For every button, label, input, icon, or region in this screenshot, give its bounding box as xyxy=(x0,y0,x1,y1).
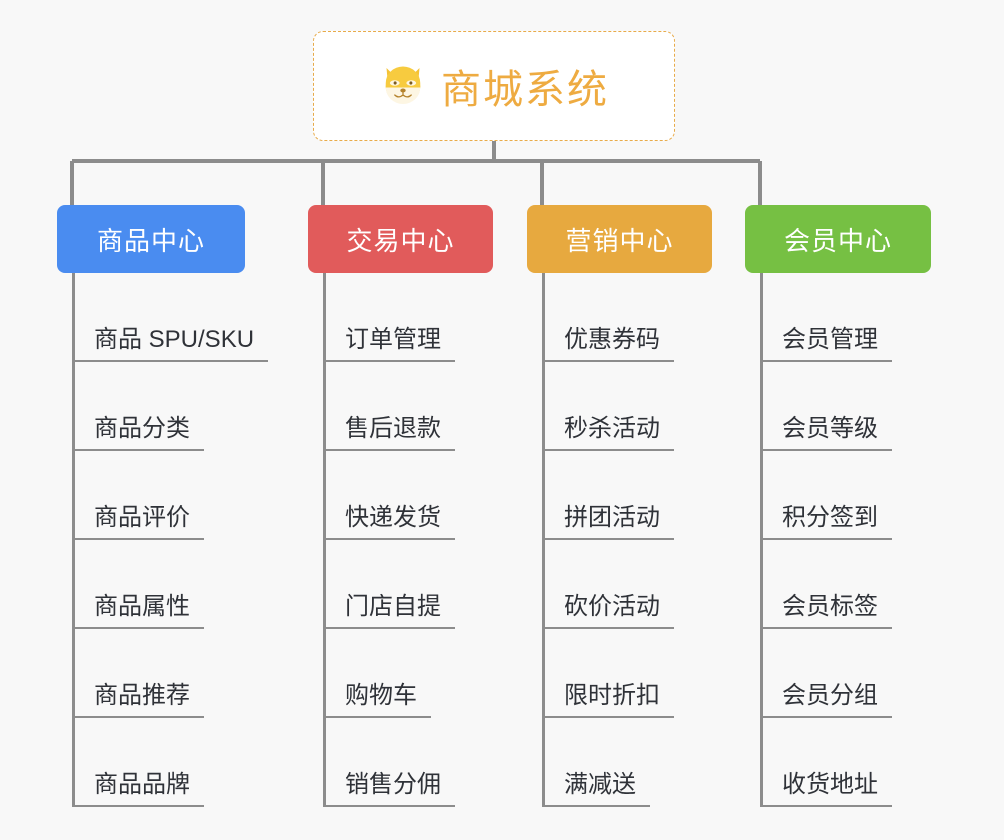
leaf-item[interactable]: 销售分佣 xyxy=(323,718,493,807)
leaf-spine xyxy=(72,273,75,807)
leaf-item-label: 订单管理 xyxy=(323,319,455,362)
leaf-item[interactable]: 满减送 xyxy=(542,718,712,807)
branch-marketing-center: 营销中心优惠券码秒杀活动拼团活动砍价活动限时折扣满减送 xyxy=(527,205,712,807)
leaf-item-label: 会员分组 xyxy=(760,675,892,718)
branch-header-marketing-center[interactable]: 营销中心 xyxy=(527,205,712,273)
leaf-list-marketing-center: 优惠券码秒杀活动拼团活动砍价活动限时折扣满减送 xyxy=(527,273,712,807)
root-node[interactable]: 商城系统 xyxy=(313,31,675,141)
root-title: 商城系统 xyxy=(441,68,609,112)
leaf-item-label: 商品评价 xyxy=(72,497,204,540)
leaf-item-label: 满减送 xyxy=(542,764,650,807)
branch-header-member-center[interactable]: 会员中心 xyxy=(745,205,931,273)
leaf-item-label: 售后退款 xyxy=(323,408,455,451)
leaf-list-product-center: 商品 SPU/SKU 商品分类商品评价商品属性商品推荐商品品牌 xyxy=(57,273,269,807)
leaf-item-label: 商品分类 xyxy=(72,408,204,451)
leaf-item[interactable]: 商品属性 xyxy=(72,540,245,629)
branch-header-label: 会员中心 xyxy=(783,225,892,256)
leaf-item[interactable]: 商品分类 xyxy=(72,362,245,451)
leaf-spine xyxy=(760,273,763,807)
leaf-item-label: 限时折扣 xyxy=(542,675,674,718)
leaf-item[interactable]: 会员等级 xyxy=(760,362,931,451)
leaf-item-label: 收货地址 xyxy=(760,764,892,807)
leaf-item-label: 秒杀活动 xyxy=(542,408,674,451)
leaf-item-label: 拼团活动 xyxy=(542,497,674,540)
leaf-item[interactable]: 会员分组 xyxy=(760,629,931,718)
leaf-item-label: 商品推荐 xyxy=(72,675,204,718)
branch-member-center: 会员中心会员管理会员等级积分签到会员标签会员分组收货地址 xyxy=(745,205,931,807)
leaf-item[interactable]: 快递发货 xyxy=(323,451,493,540)
leaf-item[interactable]: 会员标签 xyxy=(760,540,931,629)
leaf-item[interactable]: 商品 SPU/SKU xyxy=(72,273,269,362)
leaf-item[interactable]: 积分签到 xyxy=(760,451,931,540)
branch-header-product-center[interactable]: 商品中心 xyxy=(57,205,245,273)
leaf-item[interactable]: 砍价活动 xyxy=(542,540,712,629)
leaf-item-label: 会员管理 xyxy=(760,319,892,362)
leaf-item-label: 购物车 xyxy=(323,675,431,718)
leaf-item-label: 商品品牌 xyxy=(72,764,204,807)
leaf-item-label: 快递发货 xyxy=(323,497,455,540)
leaf-item[interactable]: 优惠券码 xyxy=(542,273,712,362)
leaf-item-label: 积分签到 xyxy=(760,497,892,540)
leaf-item[interactable]: 收货地址 xyxy=(760,718,931,807)
leaf-item[interactable]: 商品评价 xyxy=(72,451,245,540)
leaf-item[interactable]: 售后退款 xyxy=(323,362,493,451)
branch-header-label: 交易中心 xyxy=(346,225,455,256)
leaf-item-label: 优惠券码 xyxy=(542,319,674,362)
leaf-item[interactable]: 门店自提 xyxy=(323,540,493,629)
leaf-item-label: 会员标签 xyxy=(760,586,892,629)
leaf-item[interactable]: 拼团活动 xyxy=(542,451,712,540)
leaf-item-label: 会员等级 xyxy=(760,408,892,451)
leaf-item[interactable]: 订单管理 xyxy=(323,273,493,362)
leaf-item-label: 门店自提 xyxy=(323,586,455,629)
branch-product-center: 商品中心商品 SPU/SKU 商品分类商品评价商品属性商品推荐商品品牌 xyxy=(57,205,269,807)
branch-header-label: 营销中心 xyxy=(565,225,674,256)
branch-header-label: 商品中心 xyxy=(96,225,205,256)
leaf-item[interactable]: 秒杀活动 xyxy=(542,362,712,451)
dog-face-icon xyxy=(379,62,427,110)
leaf-item[interactable]: 会员管理 xyxy=(760,273,931,362)
leaf-item-label: 商品属性 xyxy=(72,586,204,629)
leaf-item-label: 砍价活动 xyxy=(542,586,674,629)
leaf-item[interactable]: 限时折扣 xyxy=(542,629,712,718)
branch-trade-center: 交易中心订单管理售后退款快递发货门店自提购物车销售分佣 xyxy=(308,205,493,807)
leaf-item[interactable]: 购物车 xyxy=(323,629,493,718)
leaf-item[interactable]: 商品品牌 xyxy=(72,718,245,807)
branch-header-trade-center[interactable]: 交易中心 xyxy=(308,205,493,273)
leaf-list-trade-center: 订单管理售后退款快递发货门店自提购物车销售分佣 xyxy=(308,273,493,807)
leaf-item[interactable]: 商品推荐 xyxy=(72,629,245,718)
leaf-spine xyxy=(323,273,326,807)
leaf-item-label: 商品 SPU/SKU xyxy=(72,319,269,362)
leaf-spine xyxy=(542,273,545,807)
leaf-list-member-center: 会员管理会员等级积分签到会员标签会员分组收货地址 xyxy=(745,273,931,807)
leaf-item-label: 销售分佣 xyxy=(323,764,455,807)
